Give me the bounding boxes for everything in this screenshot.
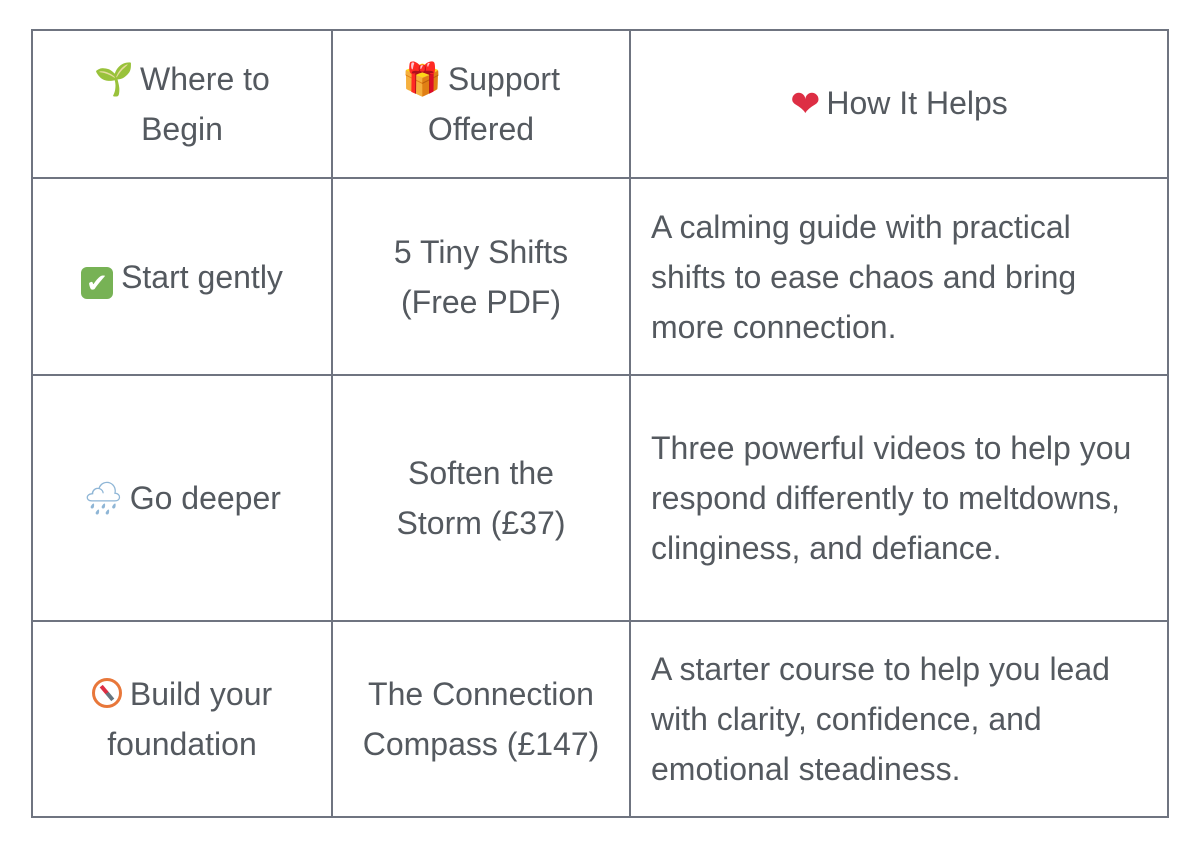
step-label: Go deeper bbox=[129, 480, 281, 516]
table-row-1-support: 5 Tiny Shifts (Free PDF) bbox=[333, 179, 631, 376]
check-icon: ✔ bbox=[81, 266, 114, 299]
help-text: A calming guide with practical shifts to… bbox=[651, 208, 1077, 345]
header-support-offered: 🎁Support Offered bbox=[333, 31, 631, 179]
support-label: 5 Tiny Shifts (Free PDF) bbox=[393, 233, 569, 320]
support-label: Soften the Storm (£37) bbox=[396, 455, 566, 541]
heart-icon: ❤ bbox=[790, 84, 821, 125]
compass-icon bbox=[91, 678, 122, 708]
step-label: Start gently bbox=[121, 258, 283, 295]
table-row-3-step: Build your foundation bbox=[33, 622, 333, 816]
help-text: A starter course to help you lead with c… bbox=[651, 651, 1110, 787]
table-row-2-step: 🌧Go deeper bbox=[33, 376, 333, 622]
help-text: Three powerful videos to help you respon… bbox=[651, 430, 1132, 566]
table-row-1-step: ✔Start gently bbox=[33, 179, 333, 376]
rain-icon: 🌧 bbox=[83, 479, 124, 517]
table-row-1-help: A calming guide with practical shifts to… bbox=[631, 179, 1167, 376]
table-row-2-help: Three powerful videos to help you respon… bbox=[631, 376, 1167, 622]
table-row-3-support: The Connection Compass (£147) bbox=[333, 622, 631, 816]
support-table: 🌱Where to Begin 🎁Support Offered ❤How It… bbox=[31, 29, 1169, 818]
table-row-3-help: A starter course to help you lead with c… bbox=[631, 622, 1167, 816]
header-label: How It Helps bbox=[826, 85, 1008, 121]
table-row-2-support: Soften the Storm (£37) bbox=[333, 376, 631, 622]
sprout-icon: 🌱 bbox=[94, 60, 134, 98]
support-label: The Connection Compass (£147) bbox=[362, 676, 600, 762]
header-label: Support Offered bbox=[427, 61, 560, 147]
header-where-to-begin: 🌱Where to Begin bbox=[33, 31, 333, 179]
header-how-it-helps: ❤How It Helps bbox=[631, 31, 1167, 179]
gift-icon: 🎁 bbox=[402, 60, 442, 98]
header-label: Where to Begin bbox=[140, 61, 270, 147]
step-label: Build your foundation bbox=[107, 676, 273, 762]
